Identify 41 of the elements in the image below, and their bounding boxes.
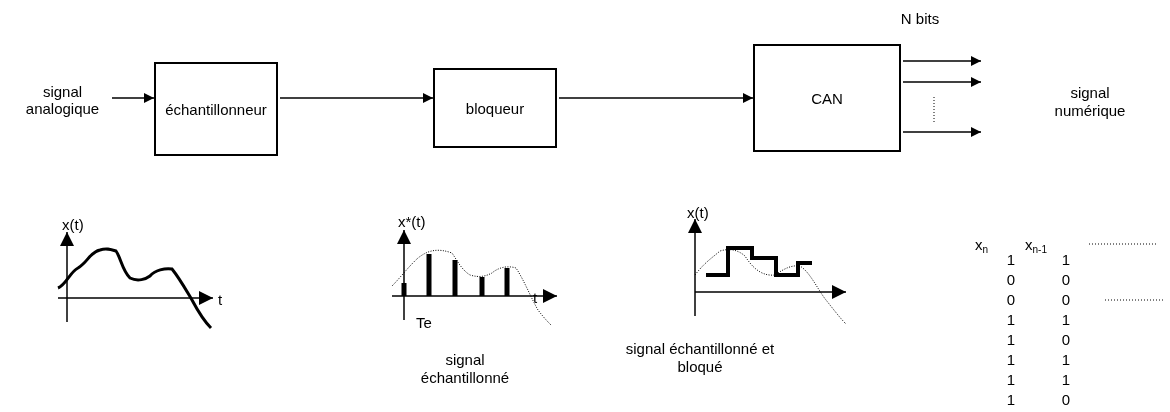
process-box (753, 44, 901, 152)
bit-value: 1 (1005, 311, 1017, 328)
signal-label: signal analogique (15, 80, 110, 120)
axis-label: x*(t) (398, 213, 427, 230)
block-label: échantillonneur (165, 100, 267, 118)
axis-label: x(t) (62, 216, 85, 233)
arrow (902, 77, 982, 87)
arrow (902, 56, 982, 66)
bit-label: x$_{n}$ (975, 236, 990, 257)
signal-label: signal numérique (1053, 84, 1127, 120)
plot-caption: signal échantillonné (419, 351, 511, 387)
axis-label: t (218, 291, 224, 308)
bit-value: 0 (1060, 291, 1072, 308)
bit-value: 1 (1005, 331, 1017, 348)
block-label: CAN (811, 89, 843, 107)
axis-label: x(t) (687, 204, 710, 221)
bus-width-label: N bits (899, 10, 941, 27)
arrow (111, 93, 155, 103)
bit-value: 0 (1060, 271, 1072, 288)
block-label: bloqueur (465, 99, 525, 117)
bit-value: 1 (1005, 351, 1017, 368)
bit-value: 0 (1060, 331, 1072, 348)
bit-value: 1 (1060, 371, 1072, 388)
bit-value: 1 (1060, 251, 1072, 268)
bit-value: 1 (1060, 351, 1072, 368)
bit-value: 0 (1005, 271, 1017, 288)
arrow (902, 127, 982, 137)
arrow (279, 93, 434, 103)
process-box (154, 62, 278, 156)
bit-value: 0 (1005, 291, 1017, 308)
bit-value: 0 (1060, 391, 1072, 408)
process-box (433, 68, 557, 148)
plot-caption: signal échantillonné et bloqué (625, 340, 775, 376)
bit-value: 1 (1005, 391, 1017, 408)
axis-label: t (533, 289, 539, 306)
bit-value: 1 (1005, 251, 1017, 268)
arrow (558, 93, 754, 103)
bit-label: x$_{n-1}$ (1025, 236, 1048, 257)
period-label: Te (416, 314, 433, 331)
bit-value: 1 (1005, 371, 1017, 388)
bit-value: 1 (1060, 311, 1072, 328)
